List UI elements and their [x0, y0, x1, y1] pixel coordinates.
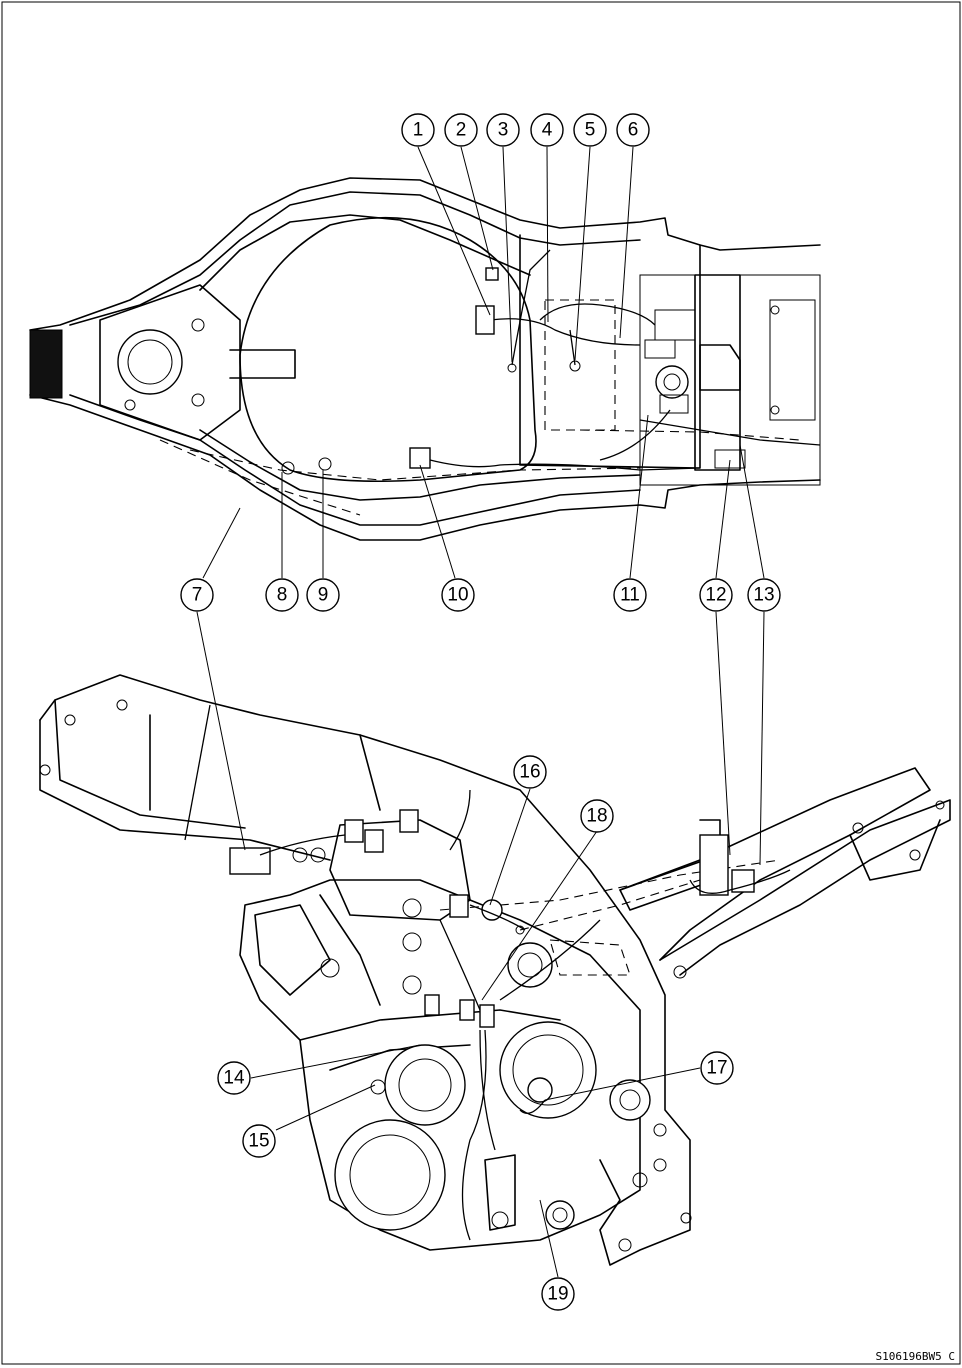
- callout-4: 4: [530, 113, 564, 147]
- callout-label: 5: [585, 120, 596, 141]
- callout-label: 17: [706, 1058, 727, 1079]
- callout-label: 16: [519, 762, 540, 783]
- callout-8: 8: [265, 578, 299, 612]
- callout-3: 3: [486, 113, 520, 147]
- callout-label: 10: [447, 585, 468, 606]
- callout-label: 2: [456, 120, 467, 141]
- callout-15: 15: [242, 1124, 276, 1158]
- callout-label: 12: [705, 585, 726, 606]
- callout-label: 9: [318, 585, 329, 606]
- callout-11: 11: [613, 578, 647, 612]
- callout-19: 19: [541, 1277, 575, 1311]
- clutch-cover: [334, 1119, 446, 1231]
- callout-label: 6: [628, 120, 639, 141]
- frame-top-view: [29, 177, 821, 541]
- callout-label: 15: [248, 1131, 269, 1152]
- relay-connector: [475, 305, 495, 335]
- callout-label: 18: [586, 806, 607, 827]
- callout-1: 1: [401, 113, 435, 147]
- headstock-block: [29, 329, 63, 399]
- callout-17: 17: [700, 1051, 734, 1085]
- figure-code: S106196BW5 C: [876, 1350, 955, 1363]
- callout-label: 1: [413, 120, 424, 141]
- callout-6: 6: [616, 113, 650, 147]
- callout-10: 10: [441, 578, 475, 612]
- callout-label: 14: [223, 1068, 245, 1089]
- callout-16: 16: [513, 755, 547, 789]
- callout-5: 5: [573, 113, 607, 147]
- callout-13: 13: [747, 578, 781, 612]
- callout-label: 4: [542, 120, 553, 141]
- callout-12: 12: [699, 578, 733, 612]
- starter-motor: [384, 1044, 466, 1126]
- callout-label: 8: [277, 585, 288, 606]
- callout-label: 19: [547, 1284, 568, 1305]
- frame-side-view: [39, 674, 951, 1266]
- callout-label: 13: [753, 585, 774, 606]
- front-sensor: [229, 847, 271, 875]
- leader-lines: [196, 146, 765, 1278]
- rear-sensor-block: [699, 834, 729, 896]
- callout-18: 18: [580, 799, 614, 833]
- callout-9: 9: [306, 578, 340, 612]
- callout-14: 14: [217, 1061, 251, 1095]
- callout-label: 3: [498, 120, 509, 141]
- generator-cover: [499, 1021, 597, 1119]
- callout-label: 11: [620, 585, 640, 606]
- connector-10: [409, 447, 431, 469]
- callout-label: 7: [192, 585, 203, 606]
- callout-7: 7: [180, 578, 214, 612]
- callout-2: 2: [444, 113, 478, 147]
